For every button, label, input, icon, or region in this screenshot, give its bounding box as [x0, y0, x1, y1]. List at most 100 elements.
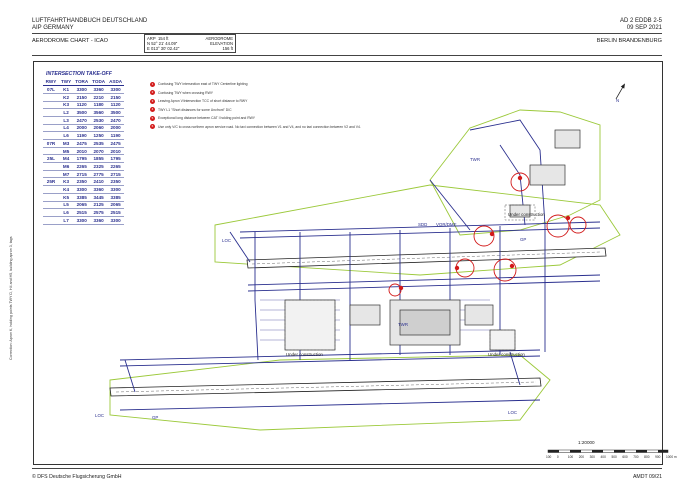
- table-cell: 2350: [107, 177, 125, 187]
- table-cell: [43, 208, 59, 217]
- table-cell: M7: [59, 170, 74, 179]
- table-cell: 2010: [73, 147, 91, 156]
- note-text: Confusing TWY intersection east of TWY C…: [158, 82, 248, 86]
- table-cell: 2515: [73, 208, 91, 217]
- header-title: LUFTFAHRTHANDBUCH DEUTSCHLAND: [32, 18, 148, 24]
- scale-tick-label: 0: [556, 455, 559, 459]
- table-cell: [43, 170, 59, 179]
- gp-label-north: GP: [520, 237, 527, 242]
- loc-label-07l: LOC: [222, 238, 232, 243]
- table-cell: 2475: [73, 139, 91, 148]
- scale-tick-label: 100: [546, 455, 552, 459]
- table-cell: 3300: [107, 85, 125, 94]
- elevation-label: ELEVATION: [210, 41, 233, 46]
- scale-tick-label: 400: [600, 455, 606, 459]
- construction-label-north: Under construction: [508, 212, 545, 217]
- header-rule: [32, 33, 662, 34]
- scale-tick-label: 600: [622, 455, 628, 459]
- scale-tick-label: 100: [567, 455, 574, 459]
- table-cell: [43, 193, 59, 202]
- runway-07r-25l: [109, 377, 542, 397]
- table-cell: 07R: [43, 139, 59, 148]
- table-cell: 2325: [90, 162, 108, 171]
- table-cell: 25R: [43, 177, 59, 187]
- table-cell: 3385: [73, 193, 91, 202]
- table-cell: 2350: [73, 177, 91, 187]
- table-cell: L6: [59, 131, 74, 140]
- table-cell: [43, 108, 59, 117]
- table-cell: M6: [59, 162, 74, 171]
- table-cell: 3300: [73, 216, 91, 225]
- scale-ratio: 1:20000: [578, 440, 595, 445]
- column-header: ASDA: [107, 78, 125, 87]
- table-cell: L6: [59, 208, 74, 217]
- header-right: AD 2 EDDB 2-5 09 SEP 2021: [620, 18, 662, 32]
- table-cell: [43, 147, 59, 156]
- hotspot-markers: [388, 172, 587, 297]
- table-cell: 1190: [73, 131, 91, 140]
- table-cell: 2065: [107, 201, 125, 210]
- elevation-value: 156 ft: [222, 46, 233, 51]
- table-cell: 2060: [90, 124, 108, 133]
- scale-tick-label: 900: [655, 455, 661, 459]
- table-cell: 25L: [43, 154, 59, 164]
- page-reference: AD 2 EDDB 2-5: [619, 18, 662, 24]
- table-cell: 3300: [73, 185, 91, 194]
- scale-bar: [547, 449, 669, 453]
- lon-value: E 013° 30' 02.42": [147, 46, 180, 51]
- note-text: Leaving Apron V/intersection TCC of shor…: [158, 99, 248, 103]
- note-number: 3: [150, 98, 155, 104]
- table-cell: M5: [59, 147, 74, 156]
- copyright: © DFS Deutsche Flugsicherung GmbH: [32, 474, 122, 480]
- note-number: 2: [150, 90, 155, 96]
- arp-label: ARP: [147, 36, 156, 41]
- table-cell: 07L: [43, 85, 59, 94]
- note-number: 5: [150, 115, 155, 121]
- table-cell: K3: [59, 101, 74, 110]
- table-cell: 2210: [90, 93, 108, 102]
- aerodrome-label: AERODROME: [205, 36, 233, 41]
- table-cell: [43, 216, 59, 225]
- table-cell: 2530: [90, 116, 108, 125]
- table-cell: K5: [59, 193, 74, 202]
- table-cell: 3445: [90, 193, 108, 202]
- table-cell: 1795: [107, 154, 125, 164]
- table-cell: K4: [59, 185, 74, 194]
- title-rule: [32, 55, 662, 56]
- table-cell: L2: [59, 108, 74, 117]
- region-name: BERLIN BRANDENBURG: [596, 38, 662, 44]
- note-text: TWY L1 "Short distances for some Uncfron…: [158, 107, 232, 112]
- table-cell: 2265: [107, 162, 125, 171]
- north-arrow-icon: [615, 83, 625, 100]
- table-cell: 2000: [107, 124, 125, 133]
- scale-tick-label: 700: [633, 455, 639, 459]
- table-cell: 3500: [73, 108, 91, 117]
- table-cell: K3: [59, 177, 74, 187]
- column-header: TORA: [73, 78, 91, 87]
- table-cell: [43, 124, 59, 133]
- table-cell: 1120: [73, 101, 91, 110]
- table-cell: [43, 101, 59, 110]
- taxiway-network: [119, 119, 601, 411]
- arp-value: 154 ft: [157, 36, 169, 41]
- table-cell: 2000: [73, 124, 91, 133]
- sdd-label: SDD: [418, 222, 428, 227]
- twr-label-north: TWR: [470, 157, 480, 162]
- header-left: LUFTFAHRTHANDBUCH DEUTSCHLAND AIP GERMAN…: [32, 18, 147, 32]
